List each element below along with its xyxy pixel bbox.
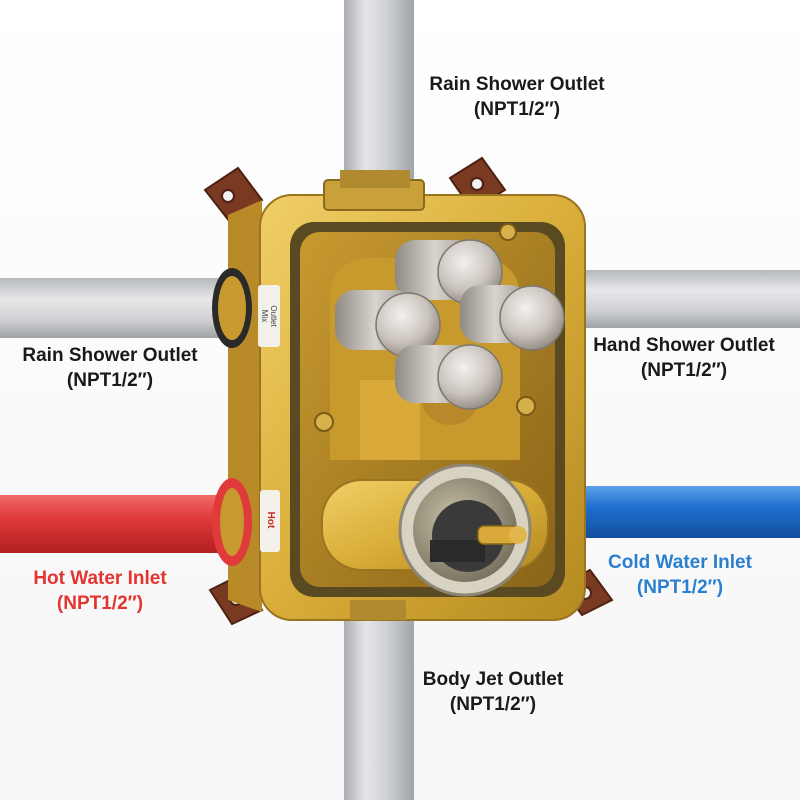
label-spec: (NPT1/2″) (636, 577, 724, 598)
label-cold-water-inlet: Cold Water Inlet (NPT1/2″) (582, 550, 778, 600)
outlet-text: Outlet (269, 305, 278, 327)
label-hot-water-inlet: Hot Water Inlet (NPT1/2″) (10, 566, 190, 616)
label-spec: (NPT1/2″) (473, 99, 561, 120)
label-spec: (NPT1/2″) (66, 370, 154, 391)
label-spec: (NPT1/2″) (449, 694, 537, 715)
hot-stamp-text: Hot (260, 490, 280, 552)
left-pipe (0, 278, 240, 338)
label-spec: (NPT1/2″) (640, 360, 728, 381)
label-name: Rain Shower Outlet (429, 74, 605, 95)
bottom-pipe (344, 600, 414, 800)
cartridge (398, 463, 532, 597)
outlet-mix-text: Outlet Mix (258, 285, 280, 347)
label-name: Hand Shower Outlet (593, 335, 775, 356)
hot-text: Hot (265, 511, 276, 529)
label-body-jet-outlet: Body Jet Outlet (NPT1/2″) (395, 667, 591, 717)
hot-pipe (0, 495, 235, 553)
label-name: Rain Shower Outlet (22, 345, 198, 366)
label-hand-shower-outlet: Hand Shower Outlet (NPT1/2″) (568, 333, 800, 383)
label-name: Cold Water Inlet (608, 552, 752, 573)
outlet-mix-stamp (258, 285, 280, 347)
right-pipe (566, 270, 800, 328)
cold-pipe (570, 486, 800, 538)
diverter-knobs (335, 239, 565, 410)
label-name: Hot Water Inlet (33, 568, 167, 589)
top-pipe (344, 0, 414, 200)
mix-text: Mix (260, 309, 269, 323)
label-top-rain-shower-outlet: Rain Shower Outlet (NPT1/2″) (392, 72, 642, 122)
label-name: Body Jet Outlet (422, 669, 564, 690)
hot-stamp (260, 490, 280, 552)
label-left-rain-shower-outlet: Rain Shower Outlet (NPT1/2″) (0, 343, 220, 393)
label-spec: (NPT1/2″) (56, 593, 144, 614)
